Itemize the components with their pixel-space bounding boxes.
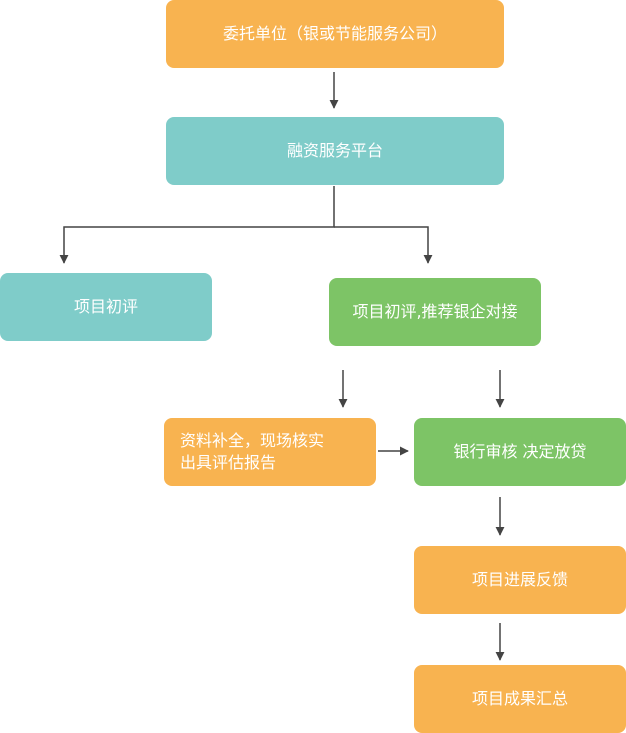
node-entrust: 委托单位（银或节能服务公司） bbox=[166, 0, 504, 68]
node-entrust-label: 委托单位（银或节能服务公司） bbox=[222, 24, 447, 44]
node-review-recommend-label: 项目初评,推荐银企对接 bbox=[352, 302, 518, 322]
node-review-recommend: 项目初评,推荐银企对接 bbox=[329, 278, 541, 346]
node-summary: 项目成果汇总 bbox=[414, 665, 626, 733]
node-supplement: 资料补全，现场核实 出具评估报告 bbox=[164, 418, 376, 486]
node-platform-label: 融资服务平台 bbox=[286, 141, 383, 161]
node-bank-review: 银行审核 决定放贷 bbox=[414, 418, 626, 486]
branch-line-right bbox=[334, 226, 433, 264]
node-initial-review: 项目初评 bbox=[0, 273, 212, 341]
node-supplement-line2: 出具评估报告 bbox=[180, 453, 277, 472]
branch-line bbox=[59, 186, 335, 264]
node-initial-review-label: 项目初评 bbox=[73, 297, 138, 317]
node-supplement-line1: 资料补全，现场核实 bbox=[180, 431, 325, 451]
node-feedback-label: 项目进展反馈 bbox=[471, 570, 568, 590]
node-platform: 融资服务平台 bbox=[166, 117, 504, 185]
node-feedback: 项目进展反馈 bbox=[414, 546, 626, 614]
node-bank-review-label: 银行审核 决定放贷 bbox=[453, 442, 587, 462]
node-summary-label: 项目成果汇总 bbox=[471, 689, 568, 709]
